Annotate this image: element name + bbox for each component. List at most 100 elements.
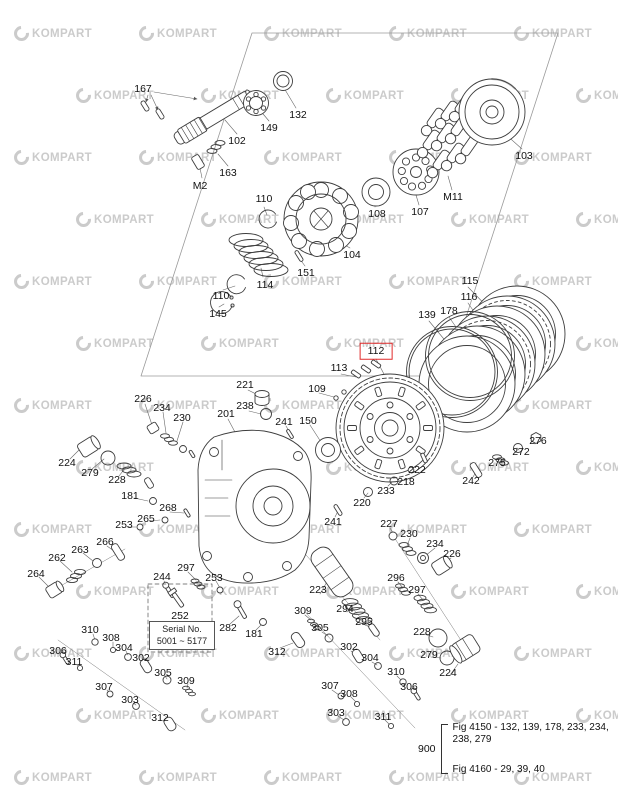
- watermark: KOMPART: [322, 84, 404, 107]
- assembly-axes: [49, 533, 467, 731]
- valve-226-234-230-left: [146, 421, 196, 459]
- watermark: KOMPART: [510, 766, 592, 789]
- watermark: KOMPART: [135, 22, 217, 45]
- pin-241a: [286, 429, 294, 439]
- watermark: KOMPART: [322, 580, 404, 603]
- watermark: KOMPART: [572, 580, 618, 603]
- part-label-304: 304: [361, 651, 379, 664]
- pulley-103: [458, 78, 526, 146]
- serial-number-note: Serial No. 5001 ~ 5177: [149, 621, 215, 651]
- ref-number: 900: [418, 743, 436, 755]
- watermark: KOMPART: [10, 270, 92, 293]
- watermark: KOMPART: [72, 704, 154, 727]
- part-label-102: 102: [228, 134, 246, 147]
- part-label-230: 230: [400, 527, 418, 540]
- serial-range: 5001 ~ 5177: [156, 635, 208, 646]
- friction-plate-stack: [418, 285, 566, 433]
- o-ring-139: [406, 326, 498, 418]
- part-label-139: 139: [418, 308, 436, 321]
- part-label-110: 110: [255, 192, 273, 205]
- watermark: KOMPART: [447, 704, 529, 727]
- part-label-233: 233: [377, 484, 395, 497]
- watermark: KOMPART: [10, 518, 92, 541]
- watermark: KOMPART: [510, 22, 592, 45]
- part-label-312: 312: [151, 711, 169, 724]
- part-label-226: 226: [443, 547, 461, 560]
- watermark: KOMPART: [260, 642, 342, 665]
- pin-set-167: [140, 100, 165, 120]
- plug-m2-spring-163: [191, 140, 226, 170]
- valve-set-266-263-262-264: [45, 543, 126, 599]
- part-label-263: 263: [71, 543, 89, 556]
- part-label-306: 306: [49, 644, 67, 657]
- part-label-238: 238: [236, 399, 254, 412]
- snap-ring-145: [210, 291, 235, 315]
- watermark: KOMPART: [10, 394, 92, 417]
- part-label-310: 310: [81, 623, 99, 636]
- studs-113: [350, 359, 382, 379]
- part-label-282: 282: [219, 621, 237, 634]
- watermark: KOMPART: [385, 766, 467, 789]
- fig-entries: Fig 4150 - 132, 139, 178, 233, 234, 238,…: [453, 722, 611, 776]
- part-label-279: 279: [420, 648, 438, 661]
- part-label-311: 311: [65, 655, 83, 668]
- snap-ring-110b: [226, 274, 246, 295]
- parts-242-275-272-276: [469, 432, 542, 478]
- part-label-272: 272: [512, 445, 530, 458]
- watermark: KOMPART: [385, 518, 467, 541]
- part-label-295: 295: [355, 615, 373, 628]
- watermark: KOMPART: [510, 270, 592, 293]
- watermark: KOMPART: [197, 704, 279, 727]
- watermark: KOMPART: [197, 332, 279, 355]
- watermark: KOMPART: [322, 208, 404, 231]
- fig-reference-4160: Fig 4160 - 29, 39, 40: [452, 764, 545, 775]
- watermark: KOMPART: [260, 22, 342, 45]
- part-label-227: 227: [380, 517, 398, 530]
- part-label-244: 244: [153, 570, 171, 583]
- part-label-241: 241: [275, 415, 293, 428]
- watermark: KOMPART: [10, 766, 92, 789]
- part-label-264: 264: [27, 567, 45, 580]
- cap-221: [254, 390, 270, 406]
- part-label-303: 303: [121, 693, 139, 706]
- part-label-252: 252: [171, 609, 189, 622]
- part-label-294: 294: [336, 602, 354, 615]
- watermark: KOMPART: [385, 270, 467, 293]
- watermark: KOMPART: [10, 22, 92, 45]
- ring-238: [260, 408, 272, 420]
- part-label-312: 312: [268, 645, 286, 658]
- parts-222-218-233-220-241: [333, 452, 428, 516]
- watermark: KOMPART: [447, 456, 529, 479]
- part-label-104: 104: [343, 248, 361, 261]
- part-label-132: 132: [289, 108, 307, 121]
- part-label-275: 275: [488, 456, 506, 469]
- part-label-M11: M11: [443, 190, 463, 203]
- part-label-306: 306: [400, 680, 418, 693]
- part-label-109: 109: [308, 382, 326, 395]
- plug-set-left-224-279-228: [77, 435, 154, 489]
- watermark: KOMPART: [260, 146, 342, 169]
- part-label-311: 311: [374, 710, 392, 723]
- pin-151: [294, 250, 304, 262]
- bearing-149: [243, 90, 269, 116]
- watermark: KOMPART: [135, 766, 217, 789]
- part-label-309: 309: [294, 604, 312, 617]
- part-label-221: 221: [236, 378, 254, 391]
- part-label-115: 115: [461, 274, 479, 287]
- part-label-178: 178: [440, 304, 458, 317]
- bearing-150: [315, 437, 341, 463]
- valve-227-230-234-226-right: [388, 531, 453, 576]
- part-label-113: 113: [330, 361, 348, 374]
- watermark: KOMPART: [447, 580, 529, 603]
- part-label-262: 262: [48, 551, 66, 564]
- bracket-icon: [440, 724, 448, 774]
- part-label-266: 266: [96, 535, 114, 548]
- part-label-224: 224: [439, 666, 457, 679]
- watermark: KOMPART: [510, 394, 592, 417]
- watermark: KOMPART: [10, 146, 92, 169]
- part-label-310: 310: [387, 665, 405, 678]
- watermark: KOMPART: [572, 208, 618, 231]
- part-label-151: 151: [297, 266, 315, 279]
- part-label-181: 181: [245, 627, 263, 640]
- part-label-276: 276: [529, 434, 547, 447]
